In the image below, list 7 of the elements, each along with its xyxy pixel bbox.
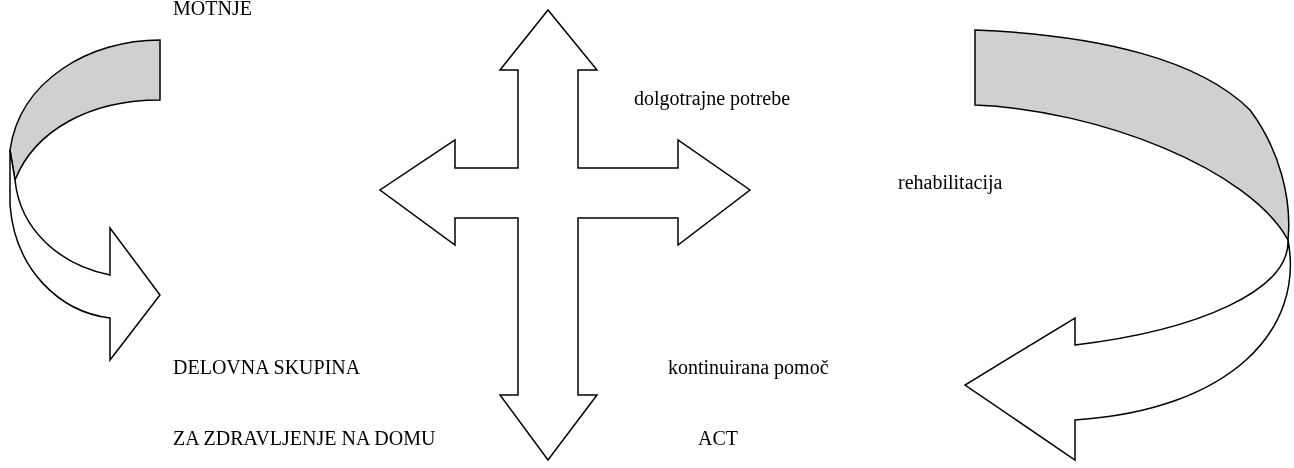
diagram-label: ACT [698, 426, 738, 450]
diagram-label: kontinuirana pomoč [668, 355, 829, 379]
diagram-label: ZA ZDRAVLJENJE NA DOMU [173, 426, 436, 450]
diagram-label: rehabilitacija [898, 170, 1003, 194]
diagram-label: MOTNJE [173, 0, 252, 20]
diagram-label: dolgotrajne potrebe [634, 86, 791, 110]
diagram-label: DELOVNA SKUPINA [173, 355, 361, 379]
